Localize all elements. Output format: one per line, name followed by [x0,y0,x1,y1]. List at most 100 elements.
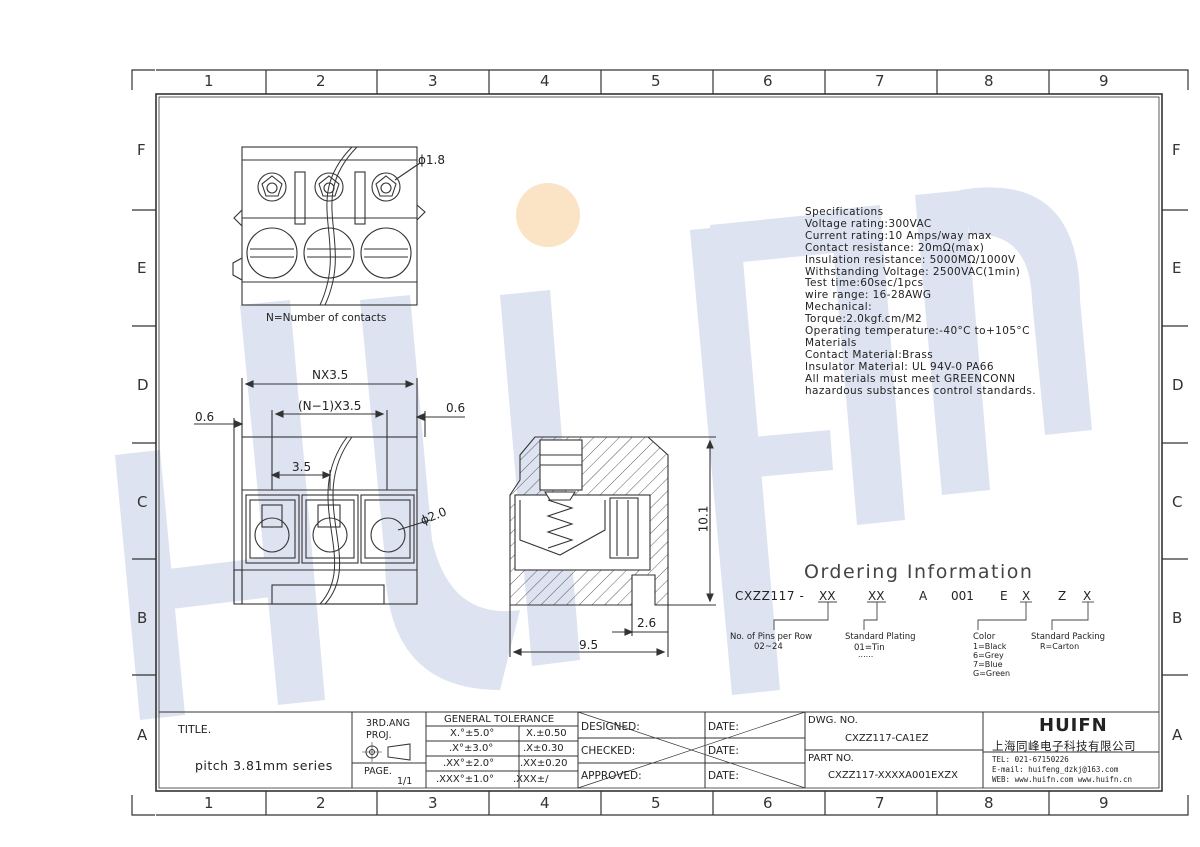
side-view-drawing [509,436,716,657]
ordering-color-code: X [1022,589,1031,603]
tolerance-header: GENERAL TOLERANCE [444,714,555,725]
dim-offset-label: 2.6 [637,616,657,630]
tolerance-angle-2: .X°±3.0° [449,743,494,754]
zone-col-3: 3 [428,72,438,90]
company-web: WEB: www.huifn.com www.huifn.cn [992,775,1132,784]
zone-col-6: 6 [763,72,773,90]
title-label: TITLE. [178,723,212,736]
ordering-plating-more: ...... [858,650,874,659]
zone-col-4: 4 [540,72,550,90]
page-value: 1/1 [397,776,413,787]
top-caption: N=Number of contacts [266,312,387,324]
ordering-pins-value: 02~24 [754,642,783,652]
spec-line: Insulator Material: UL 94V-0 PA66 [805,360,994,373]
zone-col-2-bottom: 2 [316,794,326,812]
spec-line: wire range: 16-28AWG [805,289,932,302]
ordering-packing-code: X [1083,589,1092,603]
checked-date-label: DATE: [708,745,739,757]
zone-col-1-bottom: 1 [204,794,214,812]
ordering-e-code: E [1000,589,1008,603]
sheet-frame [131,69,1189,816]
zone-col-5-bottom: 5 [651,794,661,812]
tolerance-linear-3: .XX±0.20 [520,758,568,769]
zone-col-8: 8 [984,72,994,90]
dim-right-margin-label: 0.6 [446,401,466,415]
zone-col-2: 2 [316,72,326,90]
spec-line: Insulation resistance: 5000MΩ/1000V [805,253,1016,266]
zone-col-4-bottom: 4 [540,794,550,812]
ordering-prefix: CXZZ117 - [735,589,805,603]
zone-row-a: A [137,726,148,744]
spec-line: Contact Material:Brass [805,348,934,361]
title-block-grid [159,711,1159,789]
spec-line: hazardous substances control standards. [805,384,1036,397]
ordering-color-3: 7=Blue [973,660,1003,669]
spec-line: Operating temperature:-40°C to+105°C [805,325,1030,338]
tolerance-linear-1: X.±0.50 [526,728,567,739]
part-label: PART NO. [808,753,854,764]
ordering-leaders [773,601,1094,630]
tolerance-angle-1: X.°±5.0° [450,728,495,739]
zone-col-3-bottom: 3 [428,794,438,812]
projection-line-1: 3RD.ANG [366,718,410,729]
dwg-value: CXZZ117-CA1EZ [845,733,929,744]
ordering-z-code: Z [1058,589,1067,603]
ordering-title: Ordering Information [804,561,1034,583]
zone-col-5: 5 [651,72,661,90]
tolerance-linear-2: .X±0.30 [523,743,564,754]
spec-line: Contact resistance: 20mΩ(max) [805,241,985,254]
top-view-drawing [232,146,426,306]
page-label: PAGE. [364,766,392,777]
zone-col-6-bottom: 6 [763,794,773,812]
top-diameter-label: ϕ1.8 [418,153,445,167]
zone-col-7-bottom: 7 [875,794,885,812]
tolerance-angle-4: .XXX°±1.0° [436,774,495,785]
zone-row-a-right: A [1172,726,1183,744]
ordering-plating-code: XX [868,589,885,603]
dim-left-margin-label: 0.6 [195,410,215,424]
tolerance-linear-4: .XXX±/ [513,774,549,785]
zone-row-f: F [137,141,146,159]
ordering-pins-code: XX [819,589,836,603]
spec-line: Materials [805,336,857,349]
title-value: pitch 3.81mm series [195,758,333,773]
spec-line: All materials must meet GREENCONN [805,372,1016,385]
zone-row-e: E [137,259,147,277]
ordering-color-1: 1=Black [973,642,1007,651]
ordering-001-code: 001 [951,589,974,603]
projection-line-2: PROJ. [366,730,392,741]
dim-width-label: 9.5 [579,638,599,652]
ordering-color-label: Color [973,632,996,642]
zone-col-9: 9 [1099,72,1109,90]
ordering-plating-label: Standard Plating [845,632,916,642]
zone-col-9-bottom: 9 [1099,794,1109,812]
spec-line: Mechanical: [805,301,873,314]
zone-row-c: C [137,493,148,511]
watermark-dot [516,183,580,247]
zone-row-d: D [137,376,149,394]
company-logo: HUIFN [1039,715,1108,736]
dim-inner-label: (N−1)X3.5 [298,399,362,413]
zone-row-b-right: B [1172,609,1183,627]
approved-date-label: DATE: [708,770,739,782]
zone-col-8-bottom: 8 [984,794,994,812]
specifications-block: Specifications Voltage rating:300VAC Cur… [805,206,1036,398]
approved-label: APPROVED: [581,770,642,782]
ordering-a-code: A [919,589,928,603]
zone-row-b: B [137,609,148,627]
spec-line: Specifications [805,206,884,218]
ordering-plating-value: 01=Tin [854,643,885,653]
zone-row-d-right: D [1172,376,1184,394]
front-view-drawing [194,378,465,605]
designed-date-label: DATE: [708,721,739,733]
company-email: E-mail: huifeng_dzkj@163.com [992,765,1119,774]
dim-height-label: 10.1 [696,505,711,533]
dwg-label: DWG. NO. [808,715,858,726]
zone-col-7: 7 [875,72,885,90]
zone-row-f-right: F [1172,141,1181,159]
company-name: 上海同峰电子科技有限公司 [992,739,1136,753]
ordering-color-2: 6=Grey [973,651,1004,660]
spec-line: Voltage rating:300VAC [805,217,932,230]
company-tel: TEL: 021-67150226 [992,755,1069,764]
